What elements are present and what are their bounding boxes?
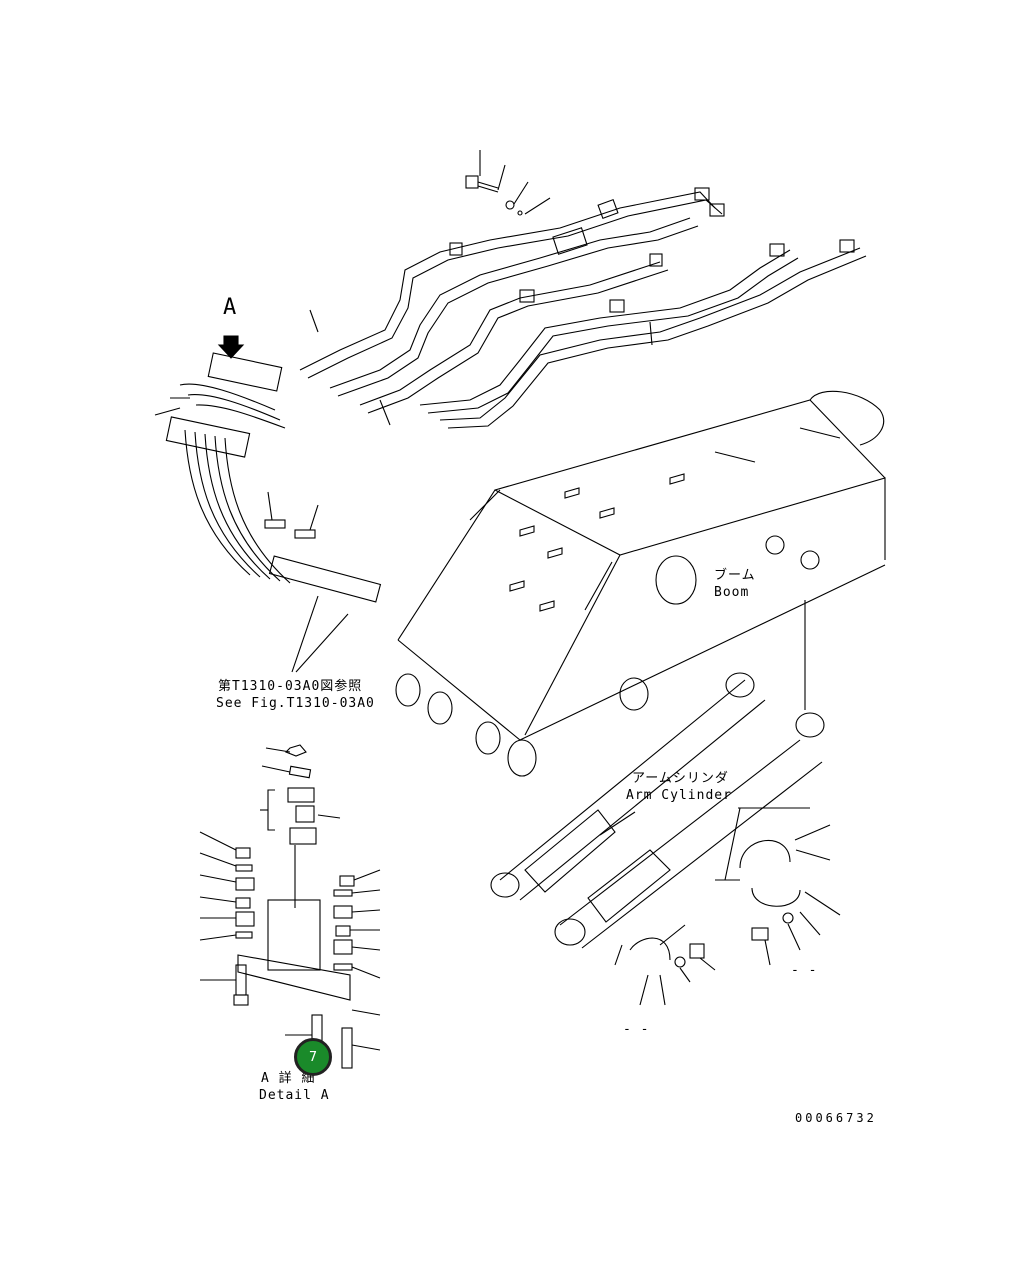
arm-cylinder bbox=[490, 672, 841, 1006]
reference-label-jp: 第T1310-03A0図参照 bbox=[218, 679, 363, 694]
arm-cylinder-label-en: Arm Cylinder bbox=[626, 788, 732, 803]
callout-number: 7 bbox=[308, 1049, 318, 1065]
boom-label-jp: ブーム bbox=[714, 568, 756, 583]
dash-label-bottom: - - bbox=[623, 1022, 650, 1037]
detail-a-exploded-view bbox=[199, 744, 381, 1069]
view-arrow-label: A bbox=[223, 295, 237, 320]
detail-a-label-en: Detail A bbox=[259, 1088, 330, 1103]
dash-label-right: - - bbox=[791, 963, 818, 978]
hydraulic-piping bbox=[154, 150, 867, 673]
figure-id: 00066732 bbox=[795, 1111, 877, 1125]
reference-label-en: See Fig.T1310-03A0 bbox=[216, 696, 375, 711]
boom-label-en: Boom bbox=[714, 585, 750, 600]
boom-body bbox=[395, 390, 886, 777]
arm-cylinder-label-jp: アームシリンダ bbox=[632, 771, 729, 786]
detail-a-label-jp: A 詳 細 bbox=[261, 1071, 316, 1086]
part-callout-badge[interactable]: 7 bbox=[294, 1038, 332, 1076]
